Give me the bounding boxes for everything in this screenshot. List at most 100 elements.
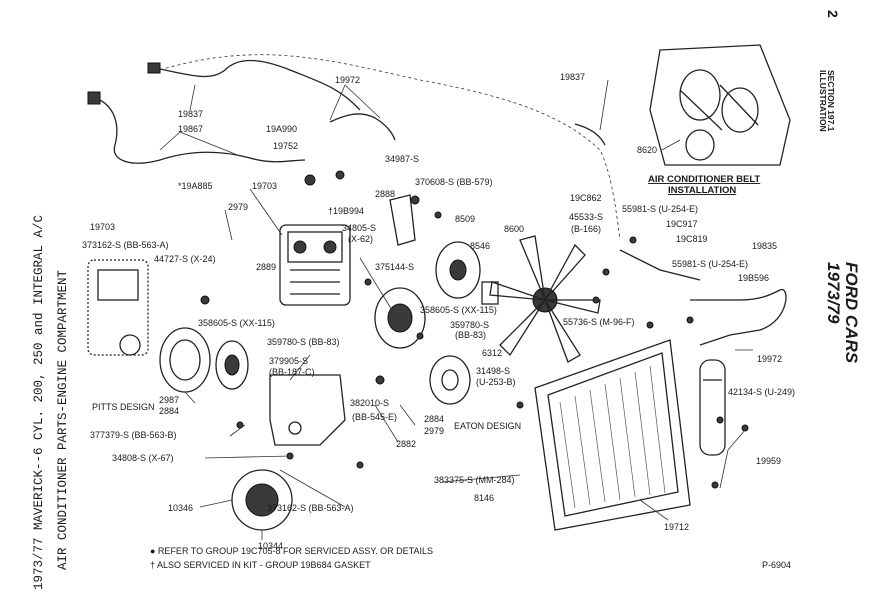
label-l52: 55981-S (U-254-E)	[622, 204, 698, 214]
label-l5: 19752	[273, 141, 298, 151]
label-l21: 377379-S (BB-563-B)	[90, 430, 177, 440]
left-title: 1973/77 MAVERICK--6 CYL. 200, 250 and IN…	[32, 215, 46, 590]
inset-title-line1: AIR CONDITIONER BELT	[648, 174, 760, 185]
hose-fitting-top	[147, 62, 161, 74]
label-l10: 19703	[90, 222, 115, 232]
page-number: 2	[825, 10, 841, 18]
fan-8600	[489, 235, 601, 363]
label-l7: 19703	[252, 181, 277, 191]
label-l31: 10344	[258, 541, 283, 551]
label-l38: 8509	[455, 214, 475, 224]
label-l43: 358605-S (XX-115)	[420, 305, 497, 315]
label-l46: 55736-S (M-96-F)	[563, 317, 635, 327]
label-l23: 382010-S	[350, 398, 389, 408]
footnote-2: † ALSO SERVICED IN KIT - GROUP 19B684 GA…	[150, 560, 371, 570]
label-l19: 2884	[159, 406, 179, 416]
label-l17: (BB-187-C)	[269, 367, 315, 377]
label-l18: 2987	[159, 395, 179, 405]
label-l2: 19867	[178, 124, 203, 134]
years-text: 1973/79	[824, 262, 843, 324]
right-header: 2	[825, 10, 841, 18]
label-l14: 358605-S (XX-115)	[198, 318, 275, 328]
mount-bracket	[269, 194, 416, 446]
label-l47: 6312	[482, 348, 502, 358]
label-l6: †19B994	[328, 206, 364, 216]
label-l54: 19C819	[676, 234, 708, 244]
label-l32: 34987-S	[385, 154, 419, 164]
label-l25: 2882	[396, 439, 416, 449]
label-l40: 8600	[504, 224, 524, 234]
label-l50: 19837	[560, 72, 585, 82]
label-l26: 2884	[424, 414, 444, 424]
left-title-line2: AIR CONDITIONER PARTS-ENGINE COMPARTMENT	[56, 269, 70, 570]
label-l22: 34808-S (X-67)	[112, 453, 174, 463]
make-text: FORD CARS	[842, 262, 861, 364]
label-l12: 44727-S (X-24)	[154, 254, 216, 264]
label-l29: 10346	[168, 503, 193, 513]
label-l34: 2888	[375, 189, 395, 199]
label-l45: (BB-83)	[455, 330, 486, 340]
label-l16: 379905-S	[269, 356, 308, 366]
compressor-pitts	[87, 259, 149, 356]
hose-fitting-left	[87, 91, 101, 105]
label-l33: 370608-S (BB-579)	[415, 177, 493, 187]
left-title-2: AIR CONDITIONER PARTS-ENGINE COMPARTMENT	[56, 269, 70, 570]
section-text: SECTION 197.1	[826, 70, 836, 132]
compressor	[279, 224, 351, 306]
label-l24: (BB-545-E)	[352, 412, 397, 422]
label-l4: 19A990	[266, 124, 297, 134]
label-l49: (U-253-B)	[476, 377, 516, 387]
figure-number: P-6904	[762, 560, 791, 570]
label-l20: PITTS DESIGN	[92, 402, 155, 412]
label-l42: (B-166)	[571, 224, 601, 234]
label-l3: 19972	[335, 75, 360, 85]
label-l37: 375144-S	[375, 262, 414, 272]
label-l58: 19972	[757, 354, 782, 364]
label-l28: EATON DESIGN	[454, 421, 521, 431]
label-l57: 19B596	[738, 273, 769, 283]
label-l44: 359780-S	[450, 320, 489, 330]
label-l41: 45533-S	[569, 212, 603, 222]
label-l11: 373162-S (BB-563-A)	[82, 240, 169, 250]
belt-inset	[649, 44, 791, 166]
illustration-text: ILLUSTRATION	[818, 70, 828, 132]
label-l48: 31498-S	[476, 366, 510, 376]
footnote-1: ● REFER TO GROUP 19C705-8 FOR SERVICED A…	[150, 546, 433, 556]
label-l35: 34805-S	[342, 223, 376, 233]
clutch-pitts	[159, 327, 249, 393]
label-l62: 8146	[474, 493, 494, 503]
label-l1: 19837	[178, 109, 203, 119]
left-title-line1: 1973/77 MAVERICK--6 CYL. 200, 250 and IN…	[32, 215, 46, 590]
label-l36: (X-62)	[348, 234, 373, 244]
liquid-lines	[619, 249, 787, 346]
label-l15: 359780-S (BB-83)	[267, 337, 340, 347]
make-label: FORD CARS	[842, 262, 861, 364]
section-label: SECTION 197.1	[826, 70, 836, 132]
part-labels: 19837 19867 19972 19A990 19752 †19B994 1…	[82, 72, 795, 551]
label-l9: 2979	[228, 202, 248, 212]
label-l39: 8546	[470, 241, 490, 251]
discharge-hose	[159, 54, 621, 241]
illustration-label: ILLUSTRATION	[818, 70, 828, 132]
label-l56: 55981-S (U-254-E)	[672, 259, 748, 269]
receiver-drier	[699, 359, 726, 456]
inset-title-line2: INSTALLATION	[668, 185, 736, 196]
label-l55: 19835	[752, 241, 777, 251]
label-l59: 42134-S (U-249)	[728, 387, 795, 397]
suction-hose	[87, 59, 396, 164]
condenser-19712	[534, 339, 691, 531]
clutch-eaton	[374, 241, 481, 405]
label-l63: 19712	[664, 522, 689, 532]
label-l60: 19959	[756, 456, 781, 466]
label-l64: 8620	[637, 145, 657, 155]
footnotes: ● REFER TO GROUP 19C705-8 FOR SERVICED A…	[150, 546, 433, 570]
label-l27: 2979	[424, 426, 444, 436]
label-l30: 373162-S (BB-563-A)	[267, 503, 354, 513]
fan-spacer-8546	[481, 281, 499, 305]
label-l13: 2889	[256, 262, 276, 272]
label-l51: 19C862	[570, 193, 602, 203]
inset-title: AIR CONDITIONER BELT INSTALLATION	[648, 174, 760, 196]
label-l8: *19A885	[178, 181, 213, 191]
